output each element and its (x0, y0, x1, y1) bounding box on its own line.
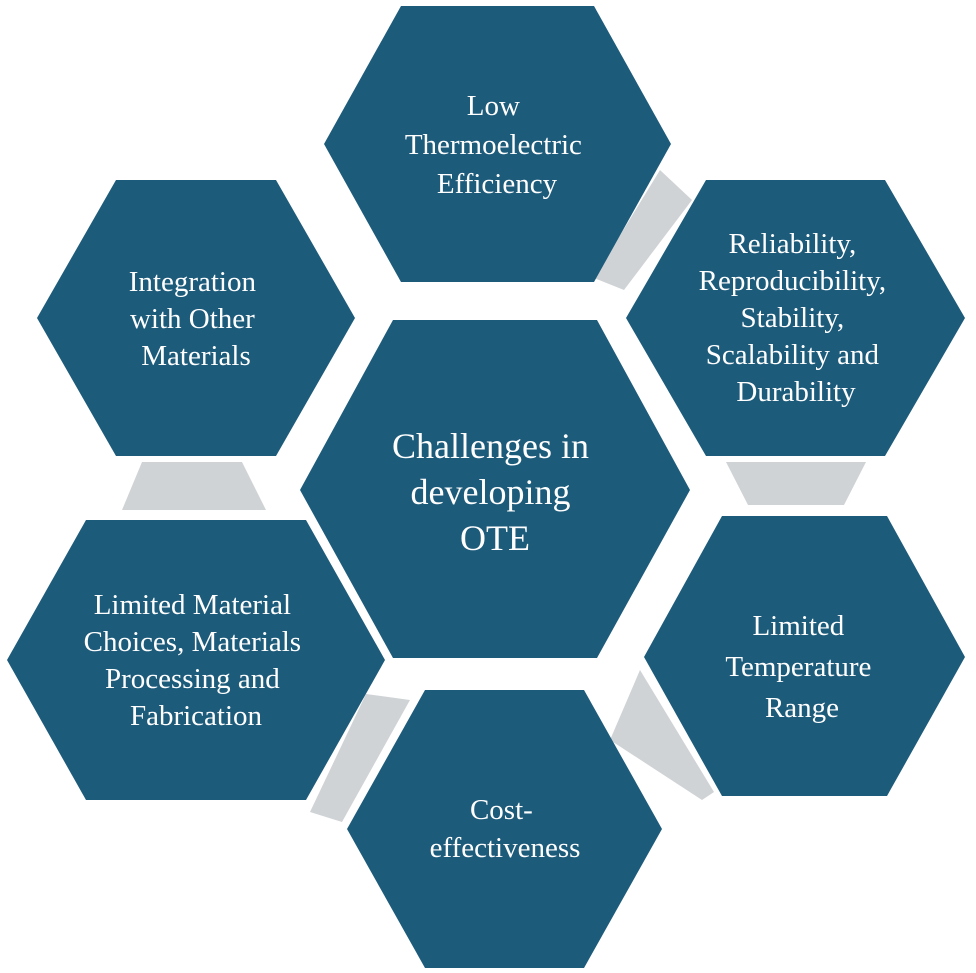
connector-bottom-right (610, 670, 714, 800)
label-line: effectiveness (430, 832, 581, 864)
label-line: Temperature (725, 651, 871, 683)
label-line: Materials (141, 340, 251, 372)
label-integration-with-other-materials: Integration with Other Materials (129, 266, 263, 372)
label-line: Cost- (470, 794, 533, 826)
label-reliability-reproducibility: Reliability, Reproducibility, Stability,… (699, 228, 894, 408)
hexagon-cost-effectiveness (347, 690, 662, 968)
label-limited-material-choices: Limited Material Choices, Materials Proc… (84, 589, 309, 732)
label-line: Low (467, 90, 520, 122)
label-limited-temperature-range: Limited Temperature Range (725, 610, 878, 724)
label-line: Durability (736, 376, 856, 408)
connector-left (122, 462, 266, 510)
hexagon-integration-with-other-materials (37, 180, 355, 456)
label-line: Stability, (741, 302, 845, 334)
label-line: Processing and (105, 663, 280, 695)
hexagon-low-thermoelectric-efficiency (324, 6, 671, 282)
label-center-line: developing (411, 472, 571, 512)
label-line: Scalability and (706, 339, 880, 371)
label-line: with Other (130, 303, 255, 335)
connectors (122, 170, 866, 822)
label-line: Efficiency (437, 168, 558, 200)
label-line: Reproducibility, (699, 265, 886, 297)
label-line: Limited (752, 610, 844, 642)
label-center-line: OTE (460, 518, 530, 558)
hexagon-reliability-reproducibility (626, 180, 965, 456)
connector-bottom-left (310, 694, 410, 822)
hexagon-center (300, 320, 690, 658)
connector-right (726, 462, 866, 505)
label-line: Fabrication (130, 700, 263, 732)
label-low-thermoelectric-efficiency: Low Thermoelectric Efficiency (405, 90, 589, 200)
label-line: Integration (129, 266, 257, 298)
label-center: Challenges in developing OTE (392, 426, 598, 558)
label-line: Choices, Materials (84, 626, 301, 658)
hexagons (7, 6, 965, 968)
label-cost-effectiveness: Cost- effectiveness (430, 794, 581, 864)
hexagon-limited-material-choices (7, 520, 385, 800)
connector-top-right (594, 170, 692, 290)
label-line: Limited Material (94, 589, 291, 621)
hexagon-limited-temperature-range (644, 516, 965, 796)
label-line: Range (765, 692, 839, 724)
label-line: Reliability, (728, 228, 856, 260)
label-line: Thermoelectric (405, 129, 582, 161)
label-center-line: Challenges in (392, 426, 589, 466)
labels: Challenges in developing OTE Low Thermoe… (84, 90, 894, 864)
